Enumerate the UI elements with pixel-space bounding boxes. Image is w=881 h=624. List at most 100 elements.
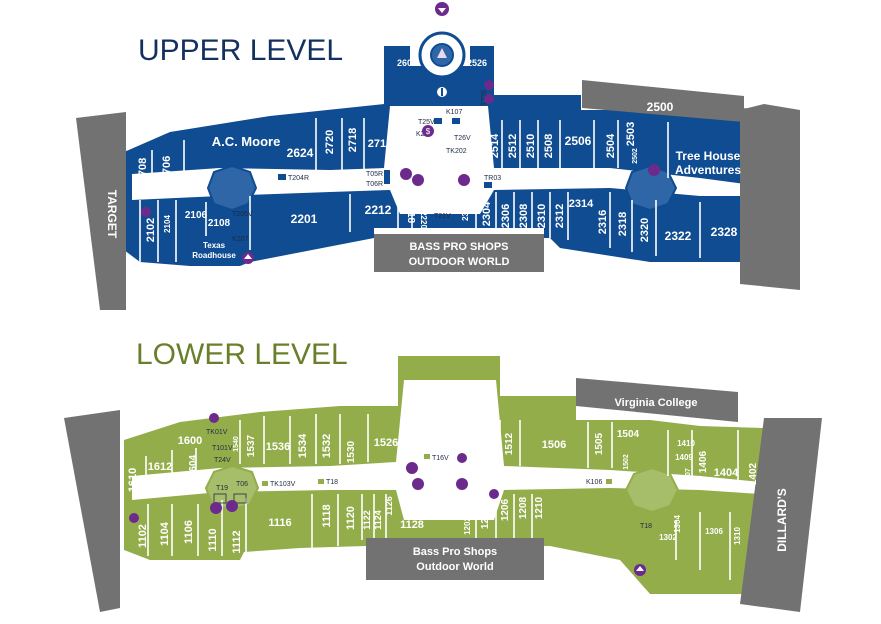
unit-1110[interactable]: 1110 — [207, 528, 219, 551]
dining-icon[interactable] — [457, 453, 467, 463]
store-texas-roadhouse-line1[interactable]: Texas — [203, 241, 226, 250]
unit-1128[interactable]: 1128 — [400, 519, 424, 531]
store-ac-moore[interactable]: A.C. Moore — [212, 134, 281, 149]
anchor-unit-2500[interactable]: 2500 — [582, 80, 744, 122]
unit-2504[interactable]: 2504 — [605, 133, 617, 158]
unit-2512[interactable]: 2512 — [507, 134, 519, 158]
escalator-icon[interactable] — [400, 168, 424, 186]
unit-1126[interactable]: 1126 — [384, 496, 394, 516]
unit-1104[interactable]: 1104 — [159, 521, 171, 546]
unit-2526[interactable]: 2526 — [467, 58, 487, 68]
unit-1202[interactable]: 1202 — [463, 517, 472, 535]
unit-2624[interactable]: 2624 — [287, 146, 314, 160]
unit-2304[interactable]: 2304 — [481, 201, 493, 226]
unit-1124[interactable]: 1124 — [373, 510, 383, 530]
unit-1409[interactable]: 1409 — [675, 453, 693, 462]
dining-icon[interactable] — [437, 87, 447, 97]
unit-2706[interactable]: 2706 — [161, 156, 173, 180]
unit-1118[interactable]: 1118 — [321, 504, 333, 527]
kiosk-t25v[interactable]: T25V — [418, 119, 435, 126]
unit-2708[interactable]: 2708 — [137, 158, 149, 182]
unit-2720[interactable]: 2720 — [324, 130, 336, 154]
unit-1504[interactable]: 1504 — [617, 429, 640, 440]
unit-1537[interactable]: 1537 — [246, 434, 257, 457]
unit-2714[interactable]: 2714 — [395, 141, 404, 159]
unit-2718[interactable]: 2718 — [347, 128, 359, 152]
unit-2108[interactable]: 2108 — [208, 218, 231, 229]
kiosk-tk202[interactable]: TK202 — [446, 148, 467, 155]
unit-2212[interactable]: 2212 — [365, 203, 392, 217]
unit-1102[interactable]: 1102 — [137, 524, 149, 548]
unit-1612[interactable]: 1612 — [148, 461, 172, 473]
restroom-icon[interactable] — [141, 207, 151, 217]
escalator-icon[interactable] — [412, 478, 424, 490]
anchor-target[interactable]: TARGET — [76, 112, 126, 310]
store-tree-house-line1[interactable]: Tree House — [676, 149, 741, 163]
unit-2318[interactable]: 2318 — [617, 212, 629, 236]
unit-1404[interactable]: 1404 — [714, 467, 739, 479]
entrance-arrow-icon[interactable] — [634, 564, 646, 576]
unit-1512[interactable]: 1512 — [504, 432, 515, 455]
escalator-icon[interactable] — [210, 502, 222, 514]
kiosk-t06r[interactable]: T06R — [366, 181, 383, 188]
unit-2503[interactable]: 2503 — [625, 122, 637, 146]
unit-1106[interactable]: 1106 — [183, 520, 195, 544]
kiosk-tk01v[interactable]: TK01V — [206, 429, 228, 436]
restroom-icon[interactable] — [484, 80, 494, 104]
entrance-arrow-icon[interactable] — [435, 2, 449, 16]
unit-2106[interactable]: 2106 — [185, 210, 208, 221]
unit-2220[interactable]: 2220 — [419, 211, 428, 229]
unit-2201[interactable]: 2201 — [291, 212, 318, 226]
kiosk-tr03[interactable]: TR03 — [484, 175, 501, 182]
unit-1302[interactable]: 1302 — [659, 533, 677, 542]
anchor-bass-pro-lower[interactable]: Bass Pro Shops Outdoor World — [366, 538, 544, 580]
guest-services-icon[interactable] — [456, 478, 468, 490]
kiosk-t18-east[interactable]: T18 — [640, 523, 652, 530]
family-restroom-icon[interactable] — [489, 489, 499, 499]
restroom-icon[interactable] — [129, 513, 139, 523]
unit-1402[interactable]: 1402 — [748, 462, 759, 485]
elevator-icon[interactable] — [242, 252, 254, 264]
unit-2320[interactable]: 2320 — [639, 218, 651, 242]
unit-1516[interactable]: 1516 — [416, 423, 440, 435]
unit-2510[interactable]: 2510 — [525, 134, 537, 158]
kiosk-t101v[interactable]: T101V — [212, 445, 233, 452]
unit-1208[interactable]: 1208 — [518, 496, 529, 519]
unit-1610[interactable]: 1610 — [127, 468, 139, 492]
kiosk-k106[interactable]: K106 — [586, 479, 602, 486]
unit-2328[interactable]: 2328 — [711, 225, 738, 239]
unit-2516[interactable]: 2516 — [477, 139, 486, 157]
unit-1608[interactable]: 1608 — [149, 481, 167, 490]
unit-1534[interactable]: 1534 — [297, 433, 309, 458]
unit-1204[interactable]: 1204 — [480, 506, 491, 529]
kiosk-t16v[interactable]: T16V — [432, 455, 449, 462]
unit-2316[interactable]: 2316 — [597, 210, 609, 234]
unit-2308[interactable]: 2308 — [518, 204, 530, 228]
unit-2310[interactable]: 2310 — [536, 204, 548, 228]
unit-1206[interactable]: 1206 — [500, 498, 511, 521]
unit-2508[interactable]: 2508 — [543, 134, 555, 158]
restroom-icon[interactable] — [209, 413, 219, 423]
elevator-icon[interactable] — [226, 500, 238, 512]
kiosk-t06[interactable]: T06 — [236, 481, 248, 488]
unit-1505[interactable]: 1505 — [594, 432, 605, 455]
kiosk-t24v[interactable]: T24V — [214, 457, 231, 464]
unit-2306[interactable]: 2306 — [500, 204, 512, 228]
kiosk-t204r[interactable]: T204R — [288, 175, 309, 182]
kiosk-t26v[interactable]: T26V — [454, 135, 471, 142]
unit-1540[interactable]: 1540 — [233, 436, 240, 452]
unit-2514[interactable]: 2514 — [489, 133, 501, 158]
unit-1112[interactable]: 1112 — [231, 530, 243, 553]
unit-2102[interactable]: 2102 — [145, 218, 157, 242]
anchor-dillards[interactable]: DILLARD'S — [740, 418, 822, 612]
unit-1514[interactable]: 1514 — [486, 432, 497, 455]
unit-1410[interactable]: 1410 — [677, 439, 695, 448]
anchor-left-lower[interactable] — [64, 410, 120, 612]
unit-1122[interactable]: 1122 — [362, 510, 372, 530]
guest-services-icon[interactable]: $ — [422, 125, 434, 137]
escalator-icon[interactable] — [648, 164, 660, 176]
unit-2218[interactable]: 2218 — [405, 201, 416, 224]
unit-1406[interactable]: 1406 — [698, 450, 709, 473]
kiosk-tk103v[interactable]: TK103V — [270, 481, 296, 488]
unit-2104[interactable]: 2104 — [163, 215, 172, 233]
